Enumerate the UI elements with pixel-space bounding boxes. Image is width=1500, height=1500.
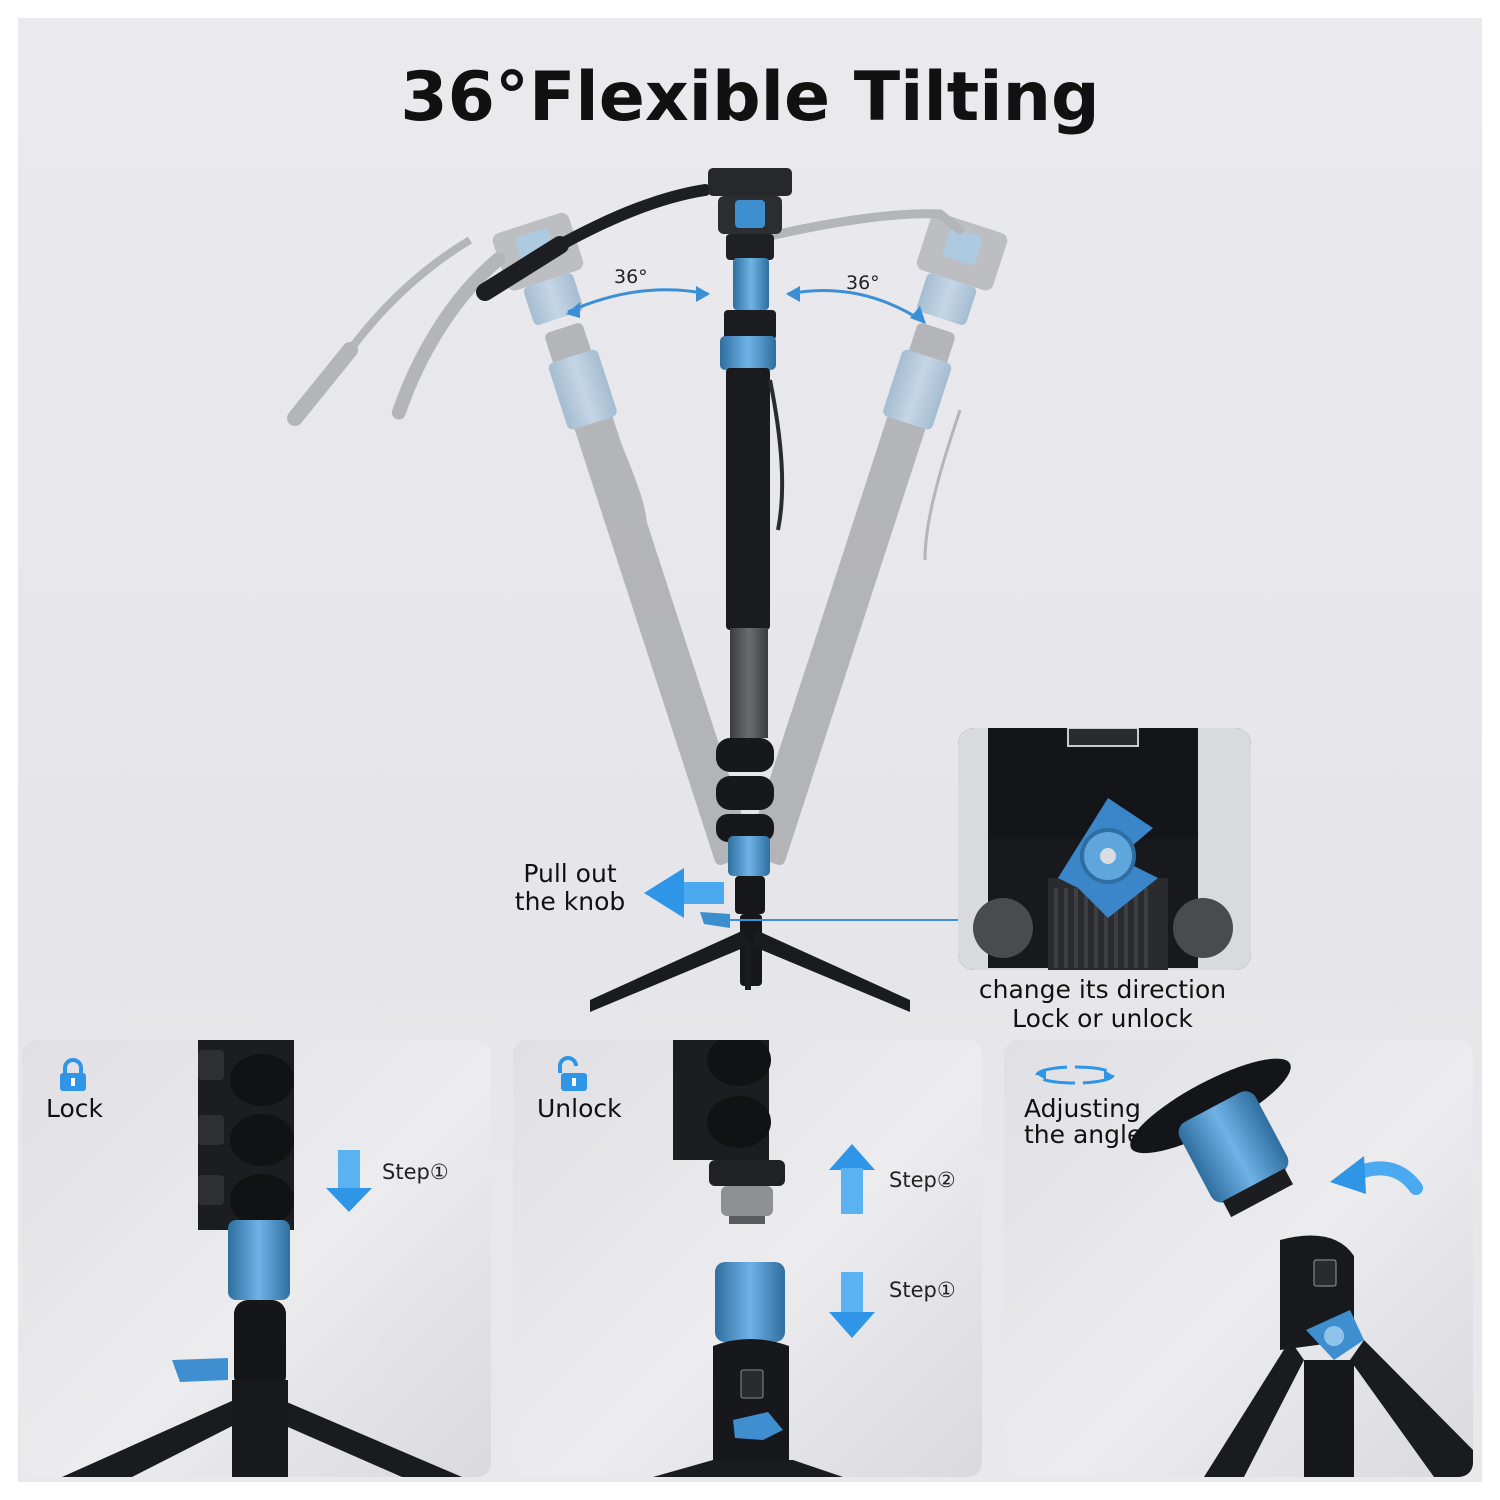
knob-detail-inset (958, 728, 1251, 970)
adjusting-angle-illustration (1130, 1058, 1473, 1477)
monopod-tilt-illustration (287, 168, 1008, 1012)
ghost-monopod-right (746, 209, 1008, 865)
knob-detail-illustration (958, 728, 1251, 970)
panel-adjusting: Adjusting the angle (1004, 1040, 1473, 1477)
step1-down-arrow-icon (829, 1272, 875, 1338)
lock-step-illustration (62, 1040, 462, 1477)
panel-unlock-label: Unlock (537, 1094, 622, 1123)
pull-knob-label: Pull out the knob (470, 860, 670, 916)
pull-knob-line1: Pull out (523, 859, 617, 888)
step1-down-arrow-icon (326, 1150, 372, 1212)
unlock-step-illustration (653, 1040, 875, 1477)
panel-adjusting-line1: Adjusting (1024, 1094, 1141, 1123)
pull-knob-line2: the knob (514, 887, 626, 916)
panel-lock-label: Lock (46, 1094, 104, 1123)
panel-unlock-step2: Step② (889, 1168, 956, 1192)
step2-up-arrow-icon (829, 1144, 875, 1214)
angle-arc-left (567, 288, 709, 314)
ghost-monopod-left (287, 212, 754, 865)
panel-lock: Lock Step① (22, 1040, 491, 1477)
panel-adjusting-line2: the angle (1024, 1120, 1143, 1149)
panel-lock-step1: Step① (382, 1160, 449, 1184)
panel-adjusting-label: Adjusting the angle (1024, 1096, 1142, 1148)
pull-arrow-icon (644, 868, 724, 918)
inset-caption-line2: Lock or unlock (1012, 1004, 1193, 1033)
monopod-center (476, 168, 910, 1012)
angle-label-left: 36° (614, 266, 648, 288)
panel-unlock: Unlock Step② Step① (513, 1040, 982, 1477)
angle-label-right: 36° (846, 272, 880, 294)
rotate-arrow-icon (1330, 1156, 1423, 1195)
hero-illustration: 36° 36° (287, 168, 1008, 1012)
inset-caption: change its direction Lock or unlock (940, 975, 1265, 1033)
angle-arc-right (787, 289, 925, 324)
inset-caption-line1: change its direction (978, 975, 1227, 1004)
page-title: 36°Flexible Tilting (400, 58, 1100, 137)
panel-unlock-step1: Step① (889, 1278, 956, 1302)
